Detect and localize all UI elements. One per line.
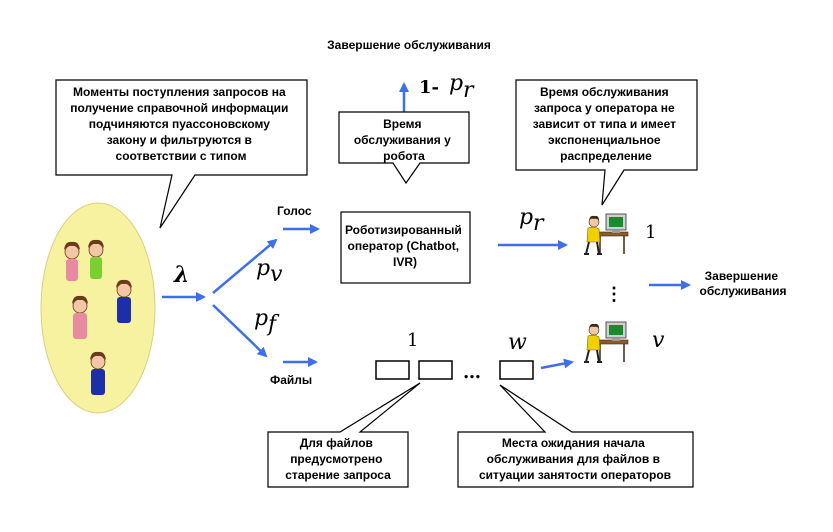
callout-operator-time-text: Время обслуживания запроса у оператора н… [533, 85, 680, 163]
customer-crowd [40, 202, 156, 414]
queue-slot [418, 360, 453, 380]
waiting-queue: … 1 w [375, 330, 534, 383]
one-minus-p-subscript: r [463, 78, 475, 103]
callout-arrivals: Моменты поступления запросов на получени… [55, 79, 308, 229]
queue-slot [375, 360, 410, 380]
queue-slot [499, 360, 534, 380]
queue-ellipsis: … [463, 362, 481, 383]
customer-icon [87, 239, 105, 279]
customer-icon [71, 295, 89, 339]
callout-robot-time: Время обслуживания у робота [338, 111, 470, 185]
queue-to-operator-arrow [540, 358, 574, 370]
one-minus-prefix: 1- [419, 77, 439, 98]
customer-icon [115, 279, 133, 323]
robot-operator-box: Роботизированный оператор (Chatbot, IVR) [340, 211, 471, 284]
customer-icon [63, 241, 81, 281]
callout-waiting: Места ожидания начала обслуживания для ф… [457, 384, 694, 488]
callout-operator-time: Время обслуживания запроса у оператора н… [515, 79, 698, 206]
arrival-rate-label: λ [173, 262, 189, 288]
callout-waiting-text: Места ожидания начала обслуживания для ф… [479, 436, 671, 482]
callout-aging-text: Для файлов предусмотрено старение запрос… [285, 436, 391, 482]
callout-arrivals-text: Моменты поступления запросов на получени… [70, 85, 291, 163]
operator-ellipsis: ⋮ [605, 284, 623, 305]
operator-first-index: 1 [645, 222, 656, 243]
operator-last-index: v [652, 328, 665, 353]
files-split-arrow [212, 304, 268, 358]
callout-robot-time-text: Время обслуживания у робота [354, 117, 454, 163]
robot-operator-text: Роботизированный оператор (Chatbot, IVR) [345, 223, 465, 269]
prob-voice-label: p [256, 256, 270, 281]
prob-voice-subscript: v [270, 262, 283, 287]
page-title: Завершение обслуживания [327, 38, 491, 52]
one-minus-p-label: p [449, 71, 463, 96]
files-label: Файлы [270, 373, 312, 387]
operator-icon [583, 213, 629, 255]
callout-aging: Для файлов предусмотрено старение запрос… [267, 382, 421, 488]
prob-robot-subscript: r [533, 211, 545, 236]
queue-last-index: w [508, 330, 527, 355]
exit-label: Завершение обслуживания [700, 269, 787, 298]
prob-files-label: p [254, 306, 268, 331]
voice-label: Голос [277, 204, 312, 218]
prob-robot-label: p [519, 205, 533, 230]
prob-files-subscript: f [266, 312, 280, 337]
voice-split-arrow [212, 238, 278, 294]
operator-icon [583, 321, 629, 363]
customer-icon [89, 351, 107, 395]
queue-first-index: 1 [407, 330, 418, 351]
